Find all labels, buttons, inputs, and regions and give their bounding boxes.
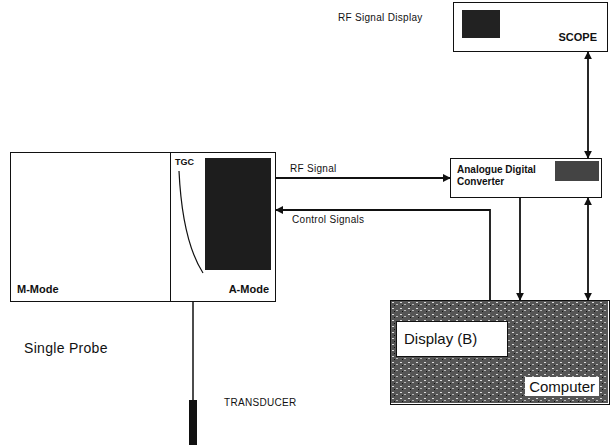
connector bbox=[276, 210, 490, 300]
node-text: Computer bbox=[525, 377, 599, 396]
node-text: TGC bbox=[175, 157, 194, 167]
label: Single Probe bbox=[22, 340, 110, 356]
node-text: SCOPE bbox=[558, 31, 597, 44]
converter-box: Analogue Digital Converter bbox=[450, 158, 602, 198]
node-text: Display (B) bbox=[404, 330, 477, 347]
signal-label: RF Signal bbox=[288, 163, 339, 174]
scope-screen bbox=[462, 10, 500, 38]
scope-box: SCOPE bbox=[453, 2, 608, 52]
converter-texture bbox=[555, 161, 599, 181]
m-mode-panel: M-Mode bbox=[10, 152, 171, 302]
transducer-probe bbox=[189, 302, 197, 445]
connector bbox=[587, 198, 589, 300]
label: TRANSDUCER bbox=[222, 397, 298, 408]
node-text: M-Mode bbox=[17, 283, 59, 296]
connector bbox=[276, 177, 450, 179]
display-box: Display (B) bbox=[396, 321, 508, 357]
connector bbox=[519, 198, 521, 300]
label: RF Signal Display bbox=[336, 12, 425, 23]
a-mode-panel: TGC A-Mode bbox=[170, 152, 276, 302]
connector bbox=[587, 52, 589, 158]
computer-box: Display (B) Computer bbox=[390, 300, 610, 405]
signal-label: Control Signals bbox=[290, 214, 366, 225]
node-text: Analogue Digital Converter bbox=[457, 164, 557, 187]
node-text: A-Mode bbox=[229, 283, 269, 296]
a-mode-screen bbox=[205, 158, 271, 270]
